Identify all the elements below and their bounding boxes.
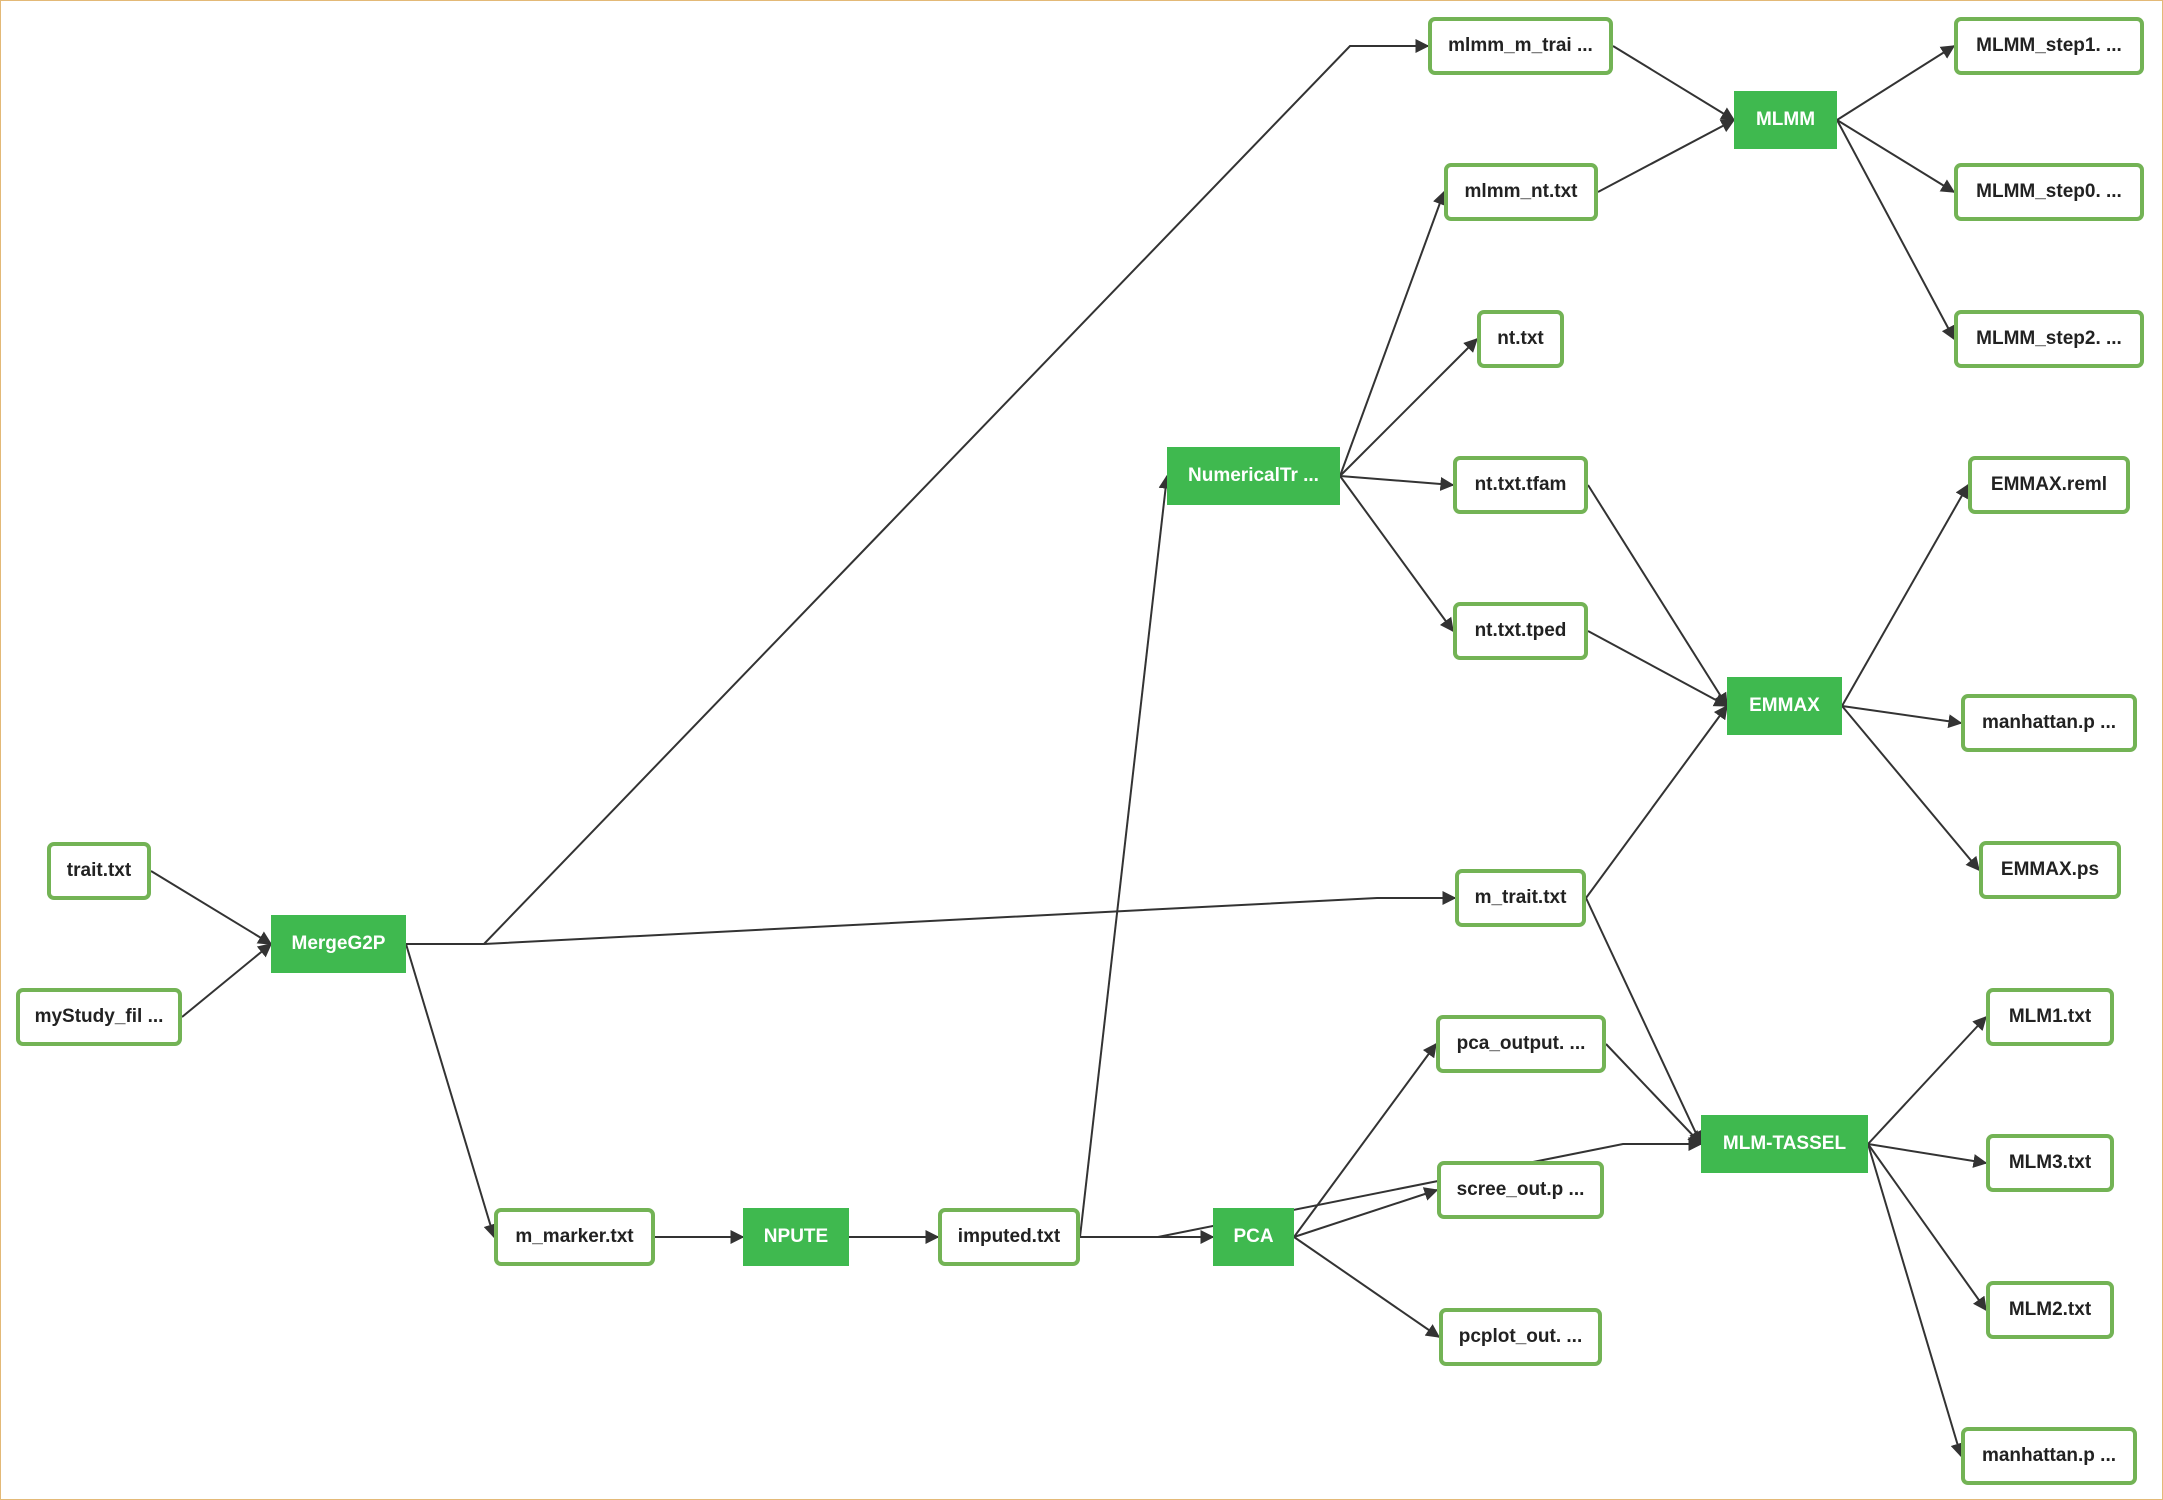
edge-mlmm-to-step0 [1836,119,1956,193]
edge-mlmmtrait-to-mlmm [1612,45,1736,121]
edge-mlmmnt-to-mlmm [1597,119,1736,193]
node-npute-process[interactable]: NPUTE [743,1208,849,1266]
node-mlmm-process[interactable]: MLMM [1734,91,1837,149]
node-nt-tped-file[interactable]: nt.txt.tped [1453,602,1588,660]
edge-mtrait-to-emmax [1585,704,1728,899]
node-emmax-ps-file[interactable]: EMMAX.ps [1979,841,2121,899]
edge-pcaout-to-mlmtassel [1605,1043,1702,1146]
node-scree-out-file[interactable]: scree_out.p ... [1437,1161,1604,1219]
edge-pca-to-pcplot [1293,1236,1441,1338]
node-manhattan-tassel-file[interactable]: manhattan.p ... [1961,1427,2137,1485]
edge-emmax-to-manh1 [1841,705,1963,729]
edge-mtrait-to-mlmtassel [1585,897,1703,1146]
node-m-trait-file[interactable]: m_trait.txt [1455,869,1586,927]
edge-mlmtassel-to-mlm2 [1867,1143,1987,1312]
node-m-marker-file[interactable]: m_marker.txt [494,1208,655,1266]
node-mergeg2p-process[interactable]: MergeG2P [271,915,406,973]
edge-tfam-to-emmax [1587,484,1728,708]
node-trait-file[interactable]: trait.txt [47,842,151,900]
node-mystudy-file[interactable]: myStudy_fil ... [16,988,182,1046]
node-nt-tfam-file[interactable]: nt.txt.tfam [1453,456,1588,514]
node-mlmm-m-trait-file[interactable]: mlmm_m_trai ... [1428,17,1613,75]
node-mlm3-file[interactable]: MLM3.txt [1986,1134,2114,1192]
edge-mlmtassel-to-mlm1 [1867,1015,1987,1145]
edge-numtr-to-mlmmnt [1339,190,1447,477]
node-emmax-reml-file[interactable]: EMMAX.reml [1968,456,2130,514]
node-mlmm-step2-file[interactable]: MLMM_step2. ... [1954,310,2144,368]
edge-pca-to-scree [1293,1187,1439,1238]
edge-numtr-to-nt [1339,338,1478,477]
edge-mlmtassel-to-manh2 [1867,1143,1965,1458]
edge-numtr-to-tped [1339,475,1454,633]
node-mlm2-file[interactable]: MLM2.txt [1986,1281,2114,1339]
node-pca-process[interactable]: PCA [1213,1208,1294,1266]
node-manhattan-emmax-file[interactable]: manhattan.p ... [1961,694,2137,752]
edge-pca-to-pcaout [1293,1042,1437,1238]
edge-mlmtassel-to-mlm3 [1867,1143,1988,1168]
edge-imputed-to-mlmtassel [1080,1137,1703,1238]
node-mlmm-step0-file[interactable]: MLMM_step0. ... [1954,163,2144,221]
node-emmax-process[interactable]: EMMAX [1727,677,1842,735]
node-numericaltr-process[interactable]: NumericalTr ... [1167,447,1340,505]
node-pcplot-out-file[interactable]: pcplot_out. ... [1439,1308,1602,1366]
node-mlm1-file[interactable]: MLM1.txt [1986,988,2114,1046]
edge-merge-to-mtrait [406,891,1457,945]
edge-mystudy-to-merge [181,943,273,1018]
node-mlmm-nt-file[interactable]: mlmm_nt.txt [1444,163,1598,221]
node-nt-file[interactable]: nt.txt [1477,310,1564,368]
edge-imputed-to-numtr [1079,474,1173,1238]
edge-merge-to-mmarker [405,943,498,1239]
edge-emmax-to-reml [1841,483,1969,707]
node-mlmm-step1-file[interactable]: MLMM_step1. ... [1954,17,2144,75]
node-imputed-file[interactable]: imputed.txt [938,1208,1080,1266]
edge-tped-to-emmax [1587,630,1729,707]
edge-mlmm-to-step1 [1836,45,1956,121]
edge-numtr-to-tfam [1339,475,1455,491]
node-mlm-tassel-process[interactable]: MLM-TASSEL [1701,1115,1868,1173]
edge-emmax-to-emmaxps [1841,705,1980,872]
node-pca-output-file[interactable]: pca_output. ... [1436,1015,1606,1073]
edge-trait-to-merge [150,870,273,945]
edge-mlmm-to-step2 [1836,119,1955,341]
